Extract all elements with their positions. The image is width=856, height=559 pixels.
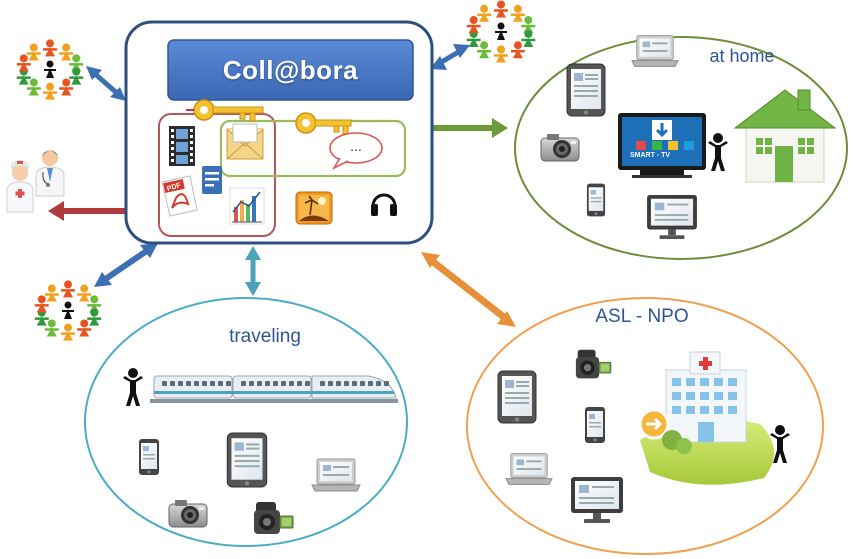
- chart-icon: [229, 187, 265, 225]
- community-icon: [34, 280, 102, 341]
- phone-icon: [585, 407, 605, 443]
- arrow-community-top-left: [86, 66, 126, 101]
- camera-icon: [168, 499, 208, 528]
- home-node: [514, 35, 848, 260]
- traveling-label: traveling: [229, 326, 301, 347]
- pdf-icon: [161, 175, 198, 217]
- house-icon: [733, 89, 837, 183]
- smart-tv-icon: [618, 113, 706, 178]
- doctors-icon: [6, 150, 65, 213]
- key-icon: [186, 99, 264, 122]
- train-icon: [150, 375, 398, 403]
- asl-npo-node: [466, 297, 824, 555]
- community-icon: [466, 0, 536, 63]
- arrow-community-top-right: [430, 44, 470, 70]
- video-file-icon: [169, 126, 195, 166]
- document-icon: [202, 166, 222, 194]
- arrow-asl: [421, 252, 516, 327]
- laptop-icon: [505, 453, 553, 485]
- hospital-icon: [638, 351, 775, 485]
- laptop-icon: [311, 458, 361, 492]
- hub-platform: [124, 20, 434, 245]
- camera-icon: [540, 133, 580, 162]
- traveling-node: [84, 297, 408, 547]
- photo-icon: [295, 191, 333, 225]
- arrow-community-bottom-left: [94, 243, 158, 287]
- chat-bubble-icon: [329, 132, 383, 170]
- email-icon: [226, 123, 264, 160]
- tablet-icon: [566, 63, 606, 117]
- hub-title-box: [167, 39, 414, 101]
- tablet-icon: [226, 432, 268, 488]
- home-label: at home: [709, 46, 775, 66]
- community-icon: [16, 39, 84, 100]
- asl-npo-label: ASL - NPO: [595, 306, 689, 327]
- phone-icon: [139, 439, 159, 475]
- hub-title: Coll@bora: [222, 55, 359, 85]
- chat-bubble-text: ...: [350, 138, 362, 154]
- phone-icon: [586, 183, 606, 217]
- key-icon: [295, 112, 352, 135]
- arrow-traveling: [245, 246, 261, 296]
- tablet-icon: [497, 370, 537, 424]
- smart-tv-label: SMART - TV: [629, 152, 671, 159]
